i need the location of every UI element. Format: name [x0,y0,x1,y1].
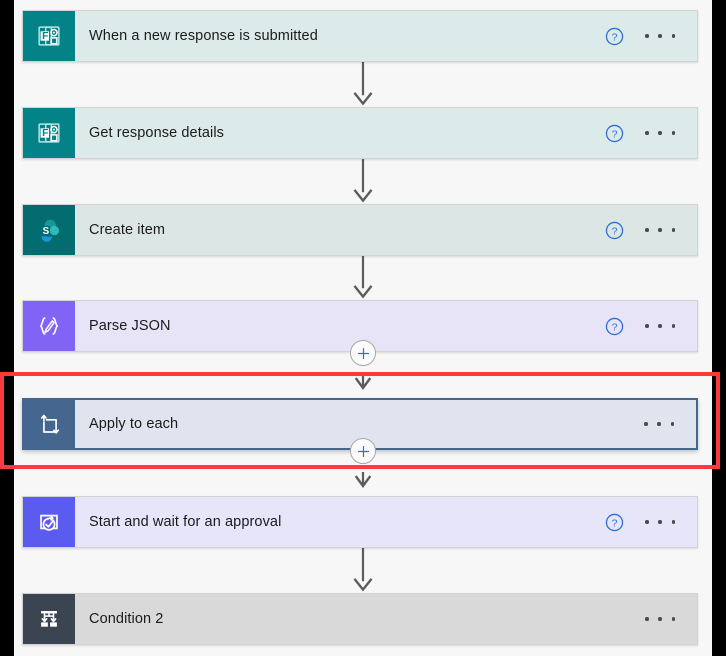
flow-step-body: Apply to each [75,400,696,448]
flow-step-title: Apply to each [89,416,179,432]
svg-text:?: ? [611,128,617,140]
connector-inner [343,438,383,496]
microsoft-forms-icon: F [23,11,75,61]
more-options-ellipsis-icon[interactable] [645,228,675,232]
connector-inner [343,340,383,398]
flow-step-body: When a new response is submitted ? [75,11,697,61]
more-options-ellipsis-icon[interactable] [644,422,674,426]
flow-step-card-create-item[interactable]: S Create item ? [22,204,698,256]
connector-arrow-icon [351,159,375,204]
help-question-icon[interactable]: ? [603,219,625,241]
condition-branch-icon [23,594,75,644]
svg-text:S: S [43,226,50,237]
flow-canvas: F When a new response is submitted ? F G… [14,0,712,656]
flow-step-card-when-a-new-response-is-submitted[interactable]: F When a new response is submitted ? [22,10,698,62]
add-step-plus-button[interactable] [350,340,376,366]
help-question-icon [603,608,625,630]
flow-connector [14,62,712,107]
flow-step-title: Get response details [89,125,224,141]
more-options-ellipsis-icon[interactable] [645,520,675,524]
more-options-ellipsis-icon[interactable] [645,617,675,621]
flow-connector [14,255,712,300]
sharepoint-icon: S [23,205,75,255]
connector-arrow-icon [351,255,375,300]
loop-repeat-icon [24,400,75,448]
connector-inner [343,548,383,593]
add-step-plus-button[interactable] [350,438,376,464]
connector-arrow-icon [351,62,375,107]
flow-step-title: Condition 2 [89,611,164,627]
help-question-icon [602,413,624,435]
add-step-plus-icon [357,347,369,359]
flow-connector [14,159,712,204]
flow-step-title: Create item [89,222,166,238]
approvals-icon [23,497,75,547]
flow-step-title: Start and wait for an approval [89,514,282,530]
connector-inner [343,159,383,204]
flow-connector [14,548,712,593]
svg-text:?: ? [611,321,617,333]
svg-text:F: F [42,31,48,42]
add-step-plus-icon [357,445,369,457]
help-question-icon[interactable]: ? [603,511,625,533]
flow-step-body: Create item ? [75,205,697,255]
flow-step-card-start-and-wait-for-an-approval[interactable]: Start and wait for an approval ? [22,496,698,548]
more-options-ellipsis-icon[interactable] [645,34,675,38]
flow-step-card-apply-to-each[interactable]: Apply to each [22,398,698,450]
svg-text:F: F [42,128,48,139]
svg-text:?: ? [611,517,617,529]
more-options-ellipsis-icon[interactable] [645,324,675,328]
svg-text:?: ? [611,31,617,43]
help-question-icon[interactable]: ? [603,122,625,144]
flow-step-card-condition-2[interactable]: Condition 2 [22,593,698,645]
connector-inner [343,255,383,300]
flow-connector [14,340,712,398]
connector-inner [343,62,383,107]
flow-step-card-get-response-details[interactable]: F Get response details ? [22,107,698,159]
parse-json-icon [23,301,75,351]
flow-step-body: Start and wait for an approval ? [75,497,697,547]
flow-step-body: Parse JSON ? [75,301,697,351]
flow-step-title: Parse JSON [89,318,171,334]
help-question-icon[interactable]: ? [603,315,625,337]
microsoft-forms-icon: F [23,108,75,158]
flow-step-body: Condition 2 [75,594,697,644]
more-options-ellipsis-icon[interactable] [645,131,675,135]
flow-step-body: Get response details ? [75,108,697,158]
connector-arrow-icon [351,548,375,593]
svg-text:?: ? [611,225,617,237]
flow-step-title: When a new response is submitted [89,28,318,44]
help-question-icon[interactable]: ? [603,25,625,47]
flow-connector [14,438,712,496]
